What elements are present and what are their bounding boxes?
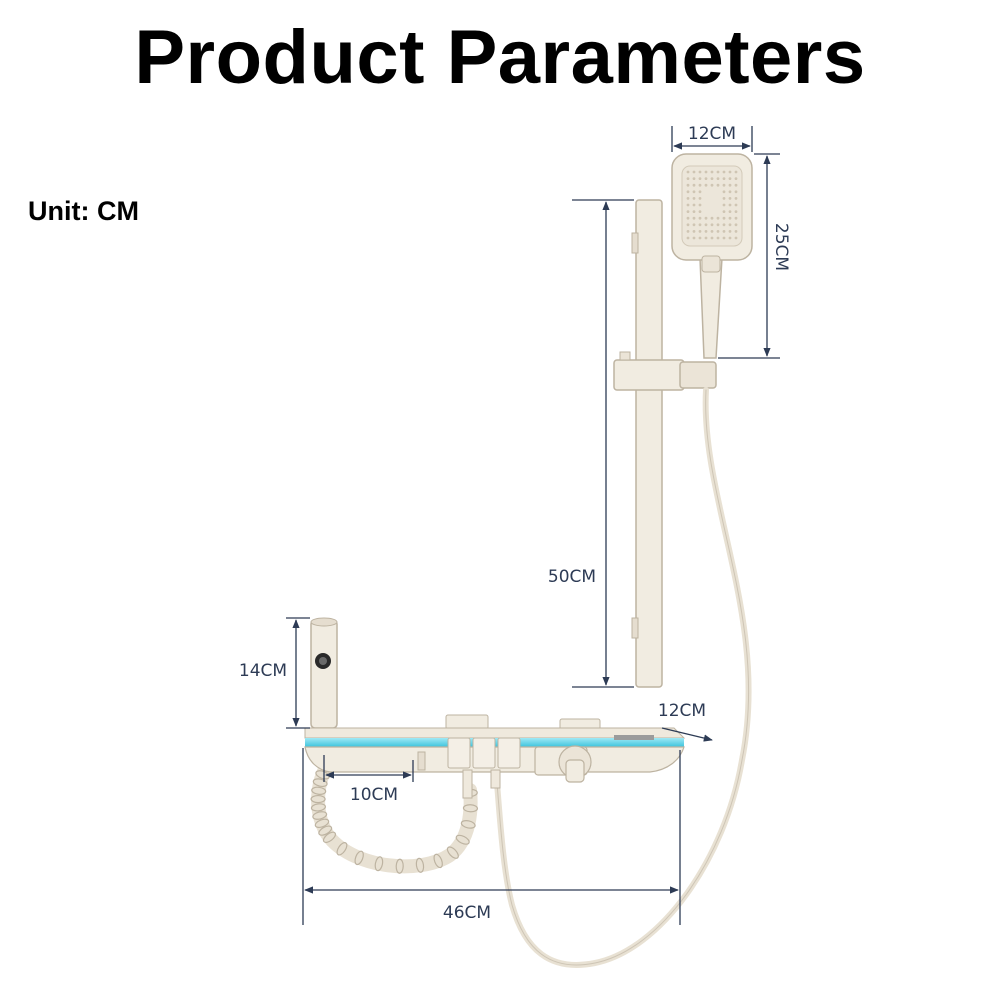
unit-label: Unit: CM [28, 196, 139, 226]
dim-handshower-height: 25CM [771, 223, 791, 271]
dimension-lines [286, 126, 780, 925]
spray-handle [310, 617, 338, 729]
dim-handshower-width: 12CM [688, 124, 736, 144]
dim-rail-height: 50CM [548, 567, 596, 587]
shower-hose [493, 387, 752, 968]
hand-shower [671, 153, 753, 359]
slider-holder [613, 351, 717, 391]
slide-rail [631, 199, 663, 688]
dim-spout-reach: 10CM [350, 785, 398, 805]
dim-shelf-depth: 12CM [658, 701, 706, 721]
page-title: Product Parameters [134, 15, 866, 100]
thermostatic-shelf [304, 714, 686, 799]
dim-spout-height: 14CM [239, 661, 287, 681]
dim-body-width: 46CM [443, 903, 491, 923]
